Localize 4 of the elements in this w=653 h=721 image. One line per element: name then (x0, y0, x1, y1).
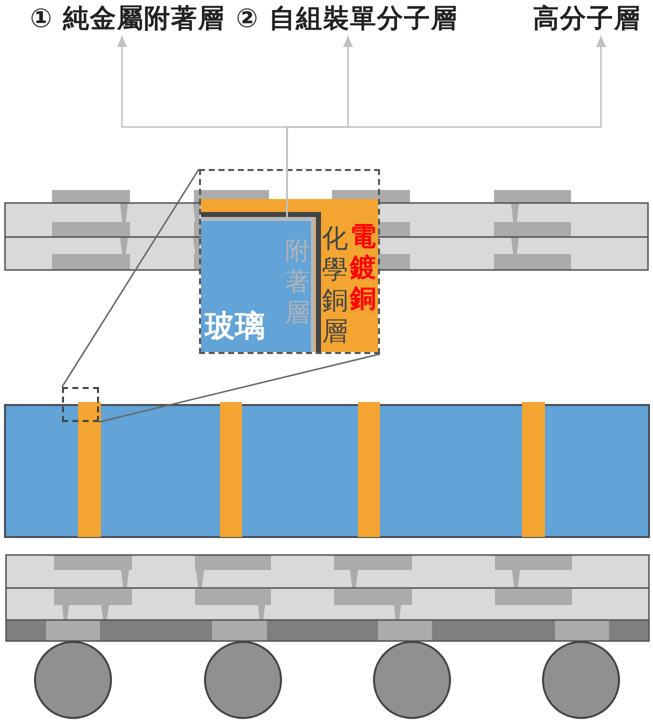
layer-name: ② 自組裝單分子層 (236, 2, 458, 36)
arrow (286, 36, 606, 217)
layer-name: ① 純金屬附著層 (30, 2, 226, 36)
layer-name: 高分子層 (533, 2, 641, 36)
